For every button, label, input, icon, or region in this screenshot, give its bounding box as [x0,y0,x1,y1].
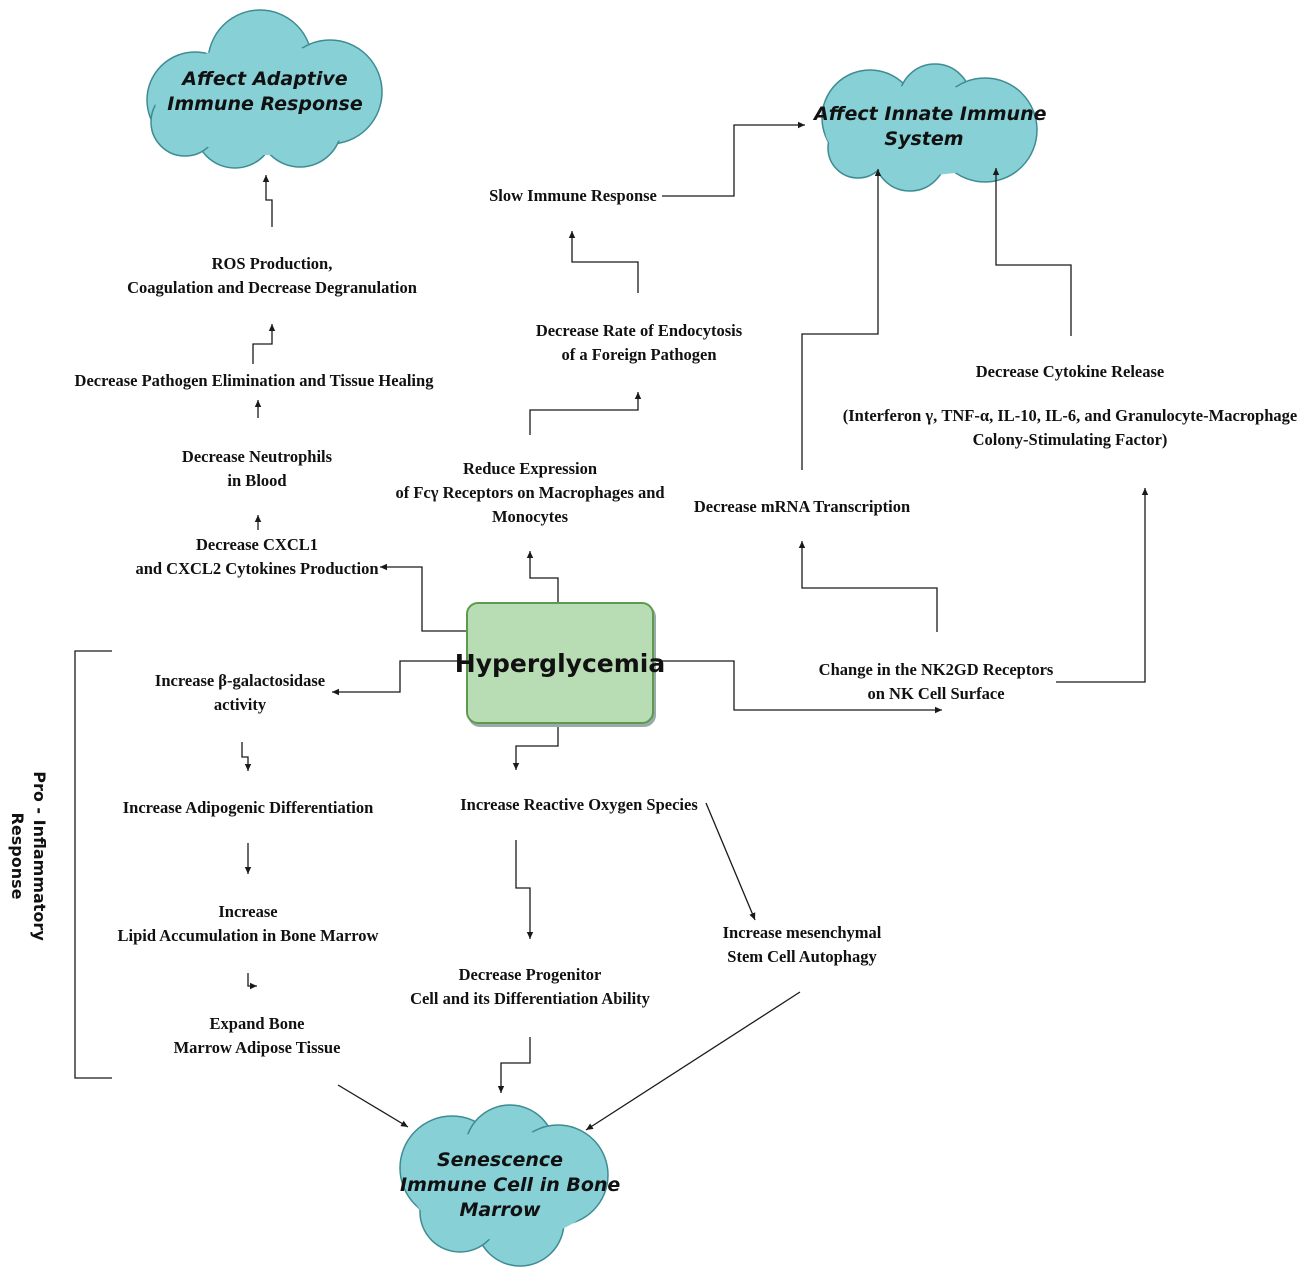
node-slow-immune-response: Slow Immune Response [489,186,657,205]
arrow-autophagy-senescence [585,991,801,1131]
hub-label: Hyperglycemia [454,648,666,678]
connectors [74,121,1149,1131]
cloud-innate [821,63,1038,192]
cloud-adaptive [146,9,383,169]
node-mrna-transcription: Decrease mRNA Transcription [693,497,911,516]
node-fc-receptors: Reduce Expression of Fcγ Receptors on Ma… [395,459,665,526]
node-nk2gd-receptors: Change in the NK2GD Receptors on NK Cell… [818,660,1054,703]
arrow-adipose-senescence [337,1084,409,1128]
node-neutrophils: Decrease Neutrophils in Blood [181,447,333,490]
node-lipid-accumulation: Increase Lipid Accumulation in Bone Marr… [117,902,379,945]
arrow-galactosidase-adipogenic [241,742,252,771]
cloud-senescence [399,1104,609,1267]
arrow-progenitor-senescence [497,1037,531,1093]
arrow-nk2gd-mrna [798,541,938,632]
arrow-fc-endocytosis [529,392,642,435]
pro-inflammatory-bracket [74,650,112,1079]
node-cxcl-cytokines: Decrease CXCL1 and CXCL2 Cytokines Produ… [135,535,379,578]
arrow-nk2gd-cytokine [1056,488,1149,683]
node-ros-production: ROS Production, Coagulation and Decrease… [127,254,417,297]
node-cytokine-release: Decrease Cytokine Release [975,362,1165,381]
node-galactosidase: Increase β-galactosidase activity [154,671,326,714]
outcome-innate: Affect Innate Immune System [814,103,1047,150]
node-endocytosis: Decrease Rate of Endocytosis of a Foreig… [535,321,743,364]
arrow-pathogen-ros [252,324,276,364]
arrow-ros-progenitor [515,840,534,939]
arrow-cytokine-innate [992,168,1072,336]
arrow-mrna-innate [801,169,882,470]
arrow-hub-cxcl [380,563,466,632]
arrow-slow-innate [662,121,805,197]
node-autophagy: Increase mesenchymal Stem Cell Autophagy [722,923,882,966]
arrow-endocytosis-slow [568,231,639,293]
node-cytokine-list: (Interferon γ, TNF-α, IL-10, IL-6, and G… [842,406,1298,449]
arrow-ros-autophagy [705,802,756,921]
outcome-senescence: Senescence Immune Cell in Bone Marrow [400,1149,621,1221]
outcome-adaptive: Affect Adaptive Immune Response [167,68,363,115]
arrow-hub-fc [526,551,559,602]
arrow-hub-galactosidase [332,660,466,696]
node-reactive-oxygen: Increase Reactive Oxygen Species [460,795,698,814]
node-adipogenic: Increase Adipogenic Differentiation [122,798,374,817]
arrow-lipid-adipose [247,973,257,990]
arrow-ros-adaptive [262,175,273,227]
node-pathogen-elimination: Decrease Pathogen Elimination and Tissue… [74,371,434,390]
arrow-hub-ros-species [512,721,559,770]
hub-hyperglycemia: Hyperglycemia [455,602,665,724]
node-progenitor: Decrease Progenitor Cell and its Differe… [410,965,650,1008]
arrow-hub-nk2gd [653,660,942,714]
node-adipose-tissue: Expand Bone Marrow Adipose Tissue [173,1014,341,1057]
